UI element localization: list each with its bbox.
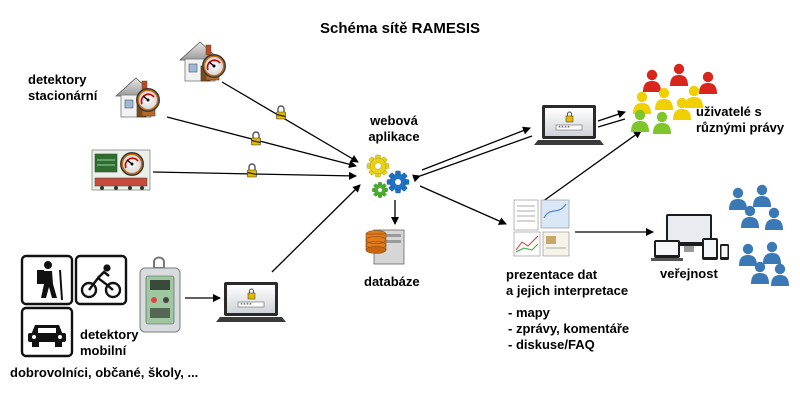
link-house2-webapp xyxy=(166,116,357,169)
web-app-label: webová aplikace xyxy=(354,113,434,145)
lock-icon-1 xyxy=(275,105,287,120)
user-group-blue-icon-2 xyxy=(739,241,789,286)
presentation-label: prezentace dat a jejich interpretace xyxy=(506,267,628,299)
car-icon xyxy=(20,306,74,358)
link-webapp-laptop-b xyxy=(412,135,533,183)
presentation-list: - mapy - zprávy, komentáře - diskuse/FAQ xyxy=(508,305,629,353)
stationary-detectors-line-2: stacionární xyxy=(28,88,98,103)
hiker-icon xyxy=(20,254,74,306)
presentation-line-2: a jejich interpretace xyxy=(506,283,629,298)
link-presentation-users xyxy=(541,130,642,203)
mobile-detectors-line-2: mobilní xyxy=(80,343,127,358)
cyclist-icon xyxy=(74,254,128,306)
database-label: databáze xyxy=(364,274,420,289)
house-with-gauge-icon-2 xyxy=(115,77,161,118)
volunteers-label: dobrovolníci, občané, školy, ... xyxy=(10,365,199,380)
users-line-1: uživatelé s xyxy=(696,104,762,119)
gears-icon xyxy=(366,154,410,199)
link-laptop-users-b xyxy=(597,118,626,128)
database-server-icon xyxy=(365,229,405,265)
laptop-login-icon-2 xyxy=(215,281,287,323)
web-app-line-2: aplikace xyxy=(368,129,420,144)
lock-icon-2 xyxy=(250,131,262,146)
lab-with-gauge-icon xyxy=(91,149,151,191)
laptop-login-icon xyxy=(533,104,605,146)
presentation-item-discussion: - diskuse/FAQ xyxy=(508,337,595,352)
link-webapp-presentation xyxy=(419,185,507,225)
presentation-item-maps: - mapy xyxy=(508,305,550,320)
presentation-item-reports: - zprávy, komentáře xyxy=(508,321,630,336)
user-group-blue-icon xyxy=(729,184,783,230)
house-with-gauge-icon xyxy=(179,41,227,82)
lock-icon-3 xyxy=(246,163,258,178)
link-house1-webapp xyxy=(221,81,359,163)
stationary-detectors-line-1: detektory xyxy=(28,72,87,87)
mobile-detector-icon xyxy=(139,256,181,333)
reports-collage-icon xyxy=(513,199,570,257)
mobile-detectors-line-1: detektory xyxy=(80,327,139,342)
link-webapp-laptop-a xyxy=(421,126,531,171)
devices-icon xyxy=(651,214,729,261)
link-laptop-users-a xyxy=(597,110,626,122)
link-laptop-webapp xyxy=(271,184,361,273)
diagram-title: Schéma sítě RAMESIS xyxy=(319,20,481,37)
stationary-detectors-label: detektory stacionární xyxy=(28,72,97,104)
mobile-detectors-label: detektory mobilní xyxy=(80,327,139,359)
presentation-line-1: prezentace dat xyxy=(506,267,598,282)
web-app-line-1: webová xyxy=(370,113,418,128)
users-line-2: různými právy xyxy=(696,120,785,135)
public-label: veřejnost xyxy=(660,266,718,281)
users-label: uživatelé s různými právy xyxy=(696,104,784,136)
